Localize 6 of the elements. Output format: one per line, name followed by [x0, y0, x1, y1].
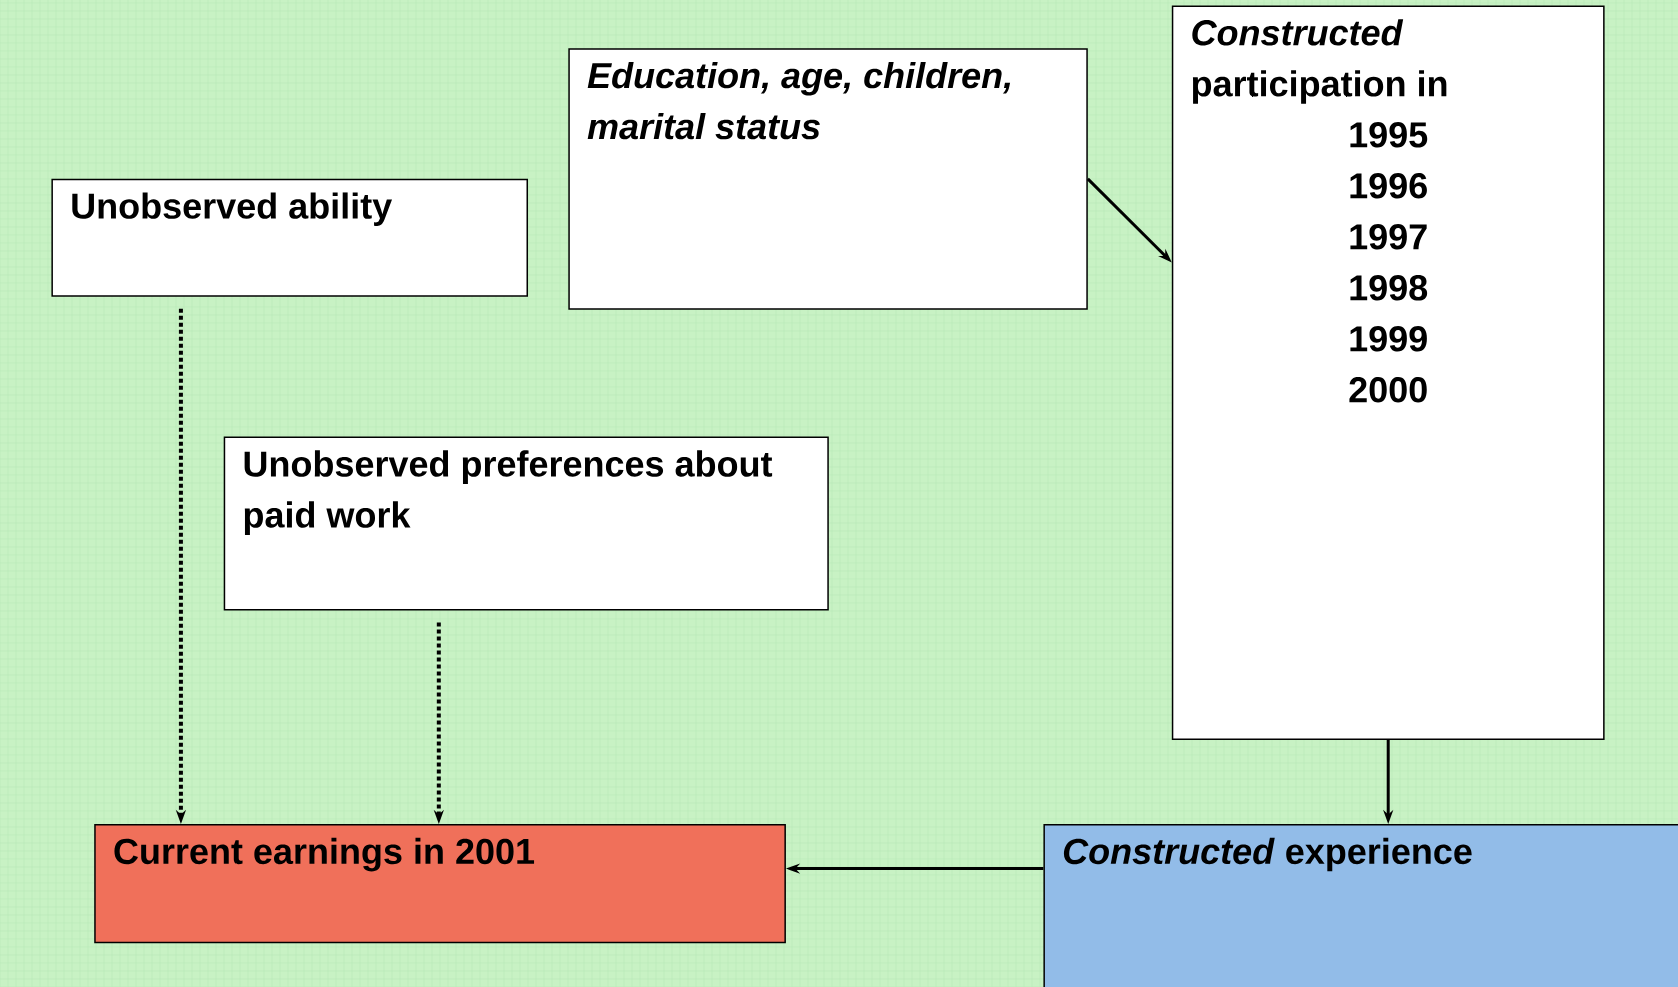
text-box: Education, age, children, marital status [568, 48, 1088, 310]
text-box: Constructed participation in 1995 1996 1997 1998 1999 2000 [1171, 5, 1605, 740]
text-box: Current earnings in 2001 [94, 824, 786, 944]
text-box: Unobserved preferences about paid work [223, 436, 829, 611]
text-box: Unobserved ability [51, 178, 528, 297]
text-box: Constructed experience [1043, 824, 1678, 987]
